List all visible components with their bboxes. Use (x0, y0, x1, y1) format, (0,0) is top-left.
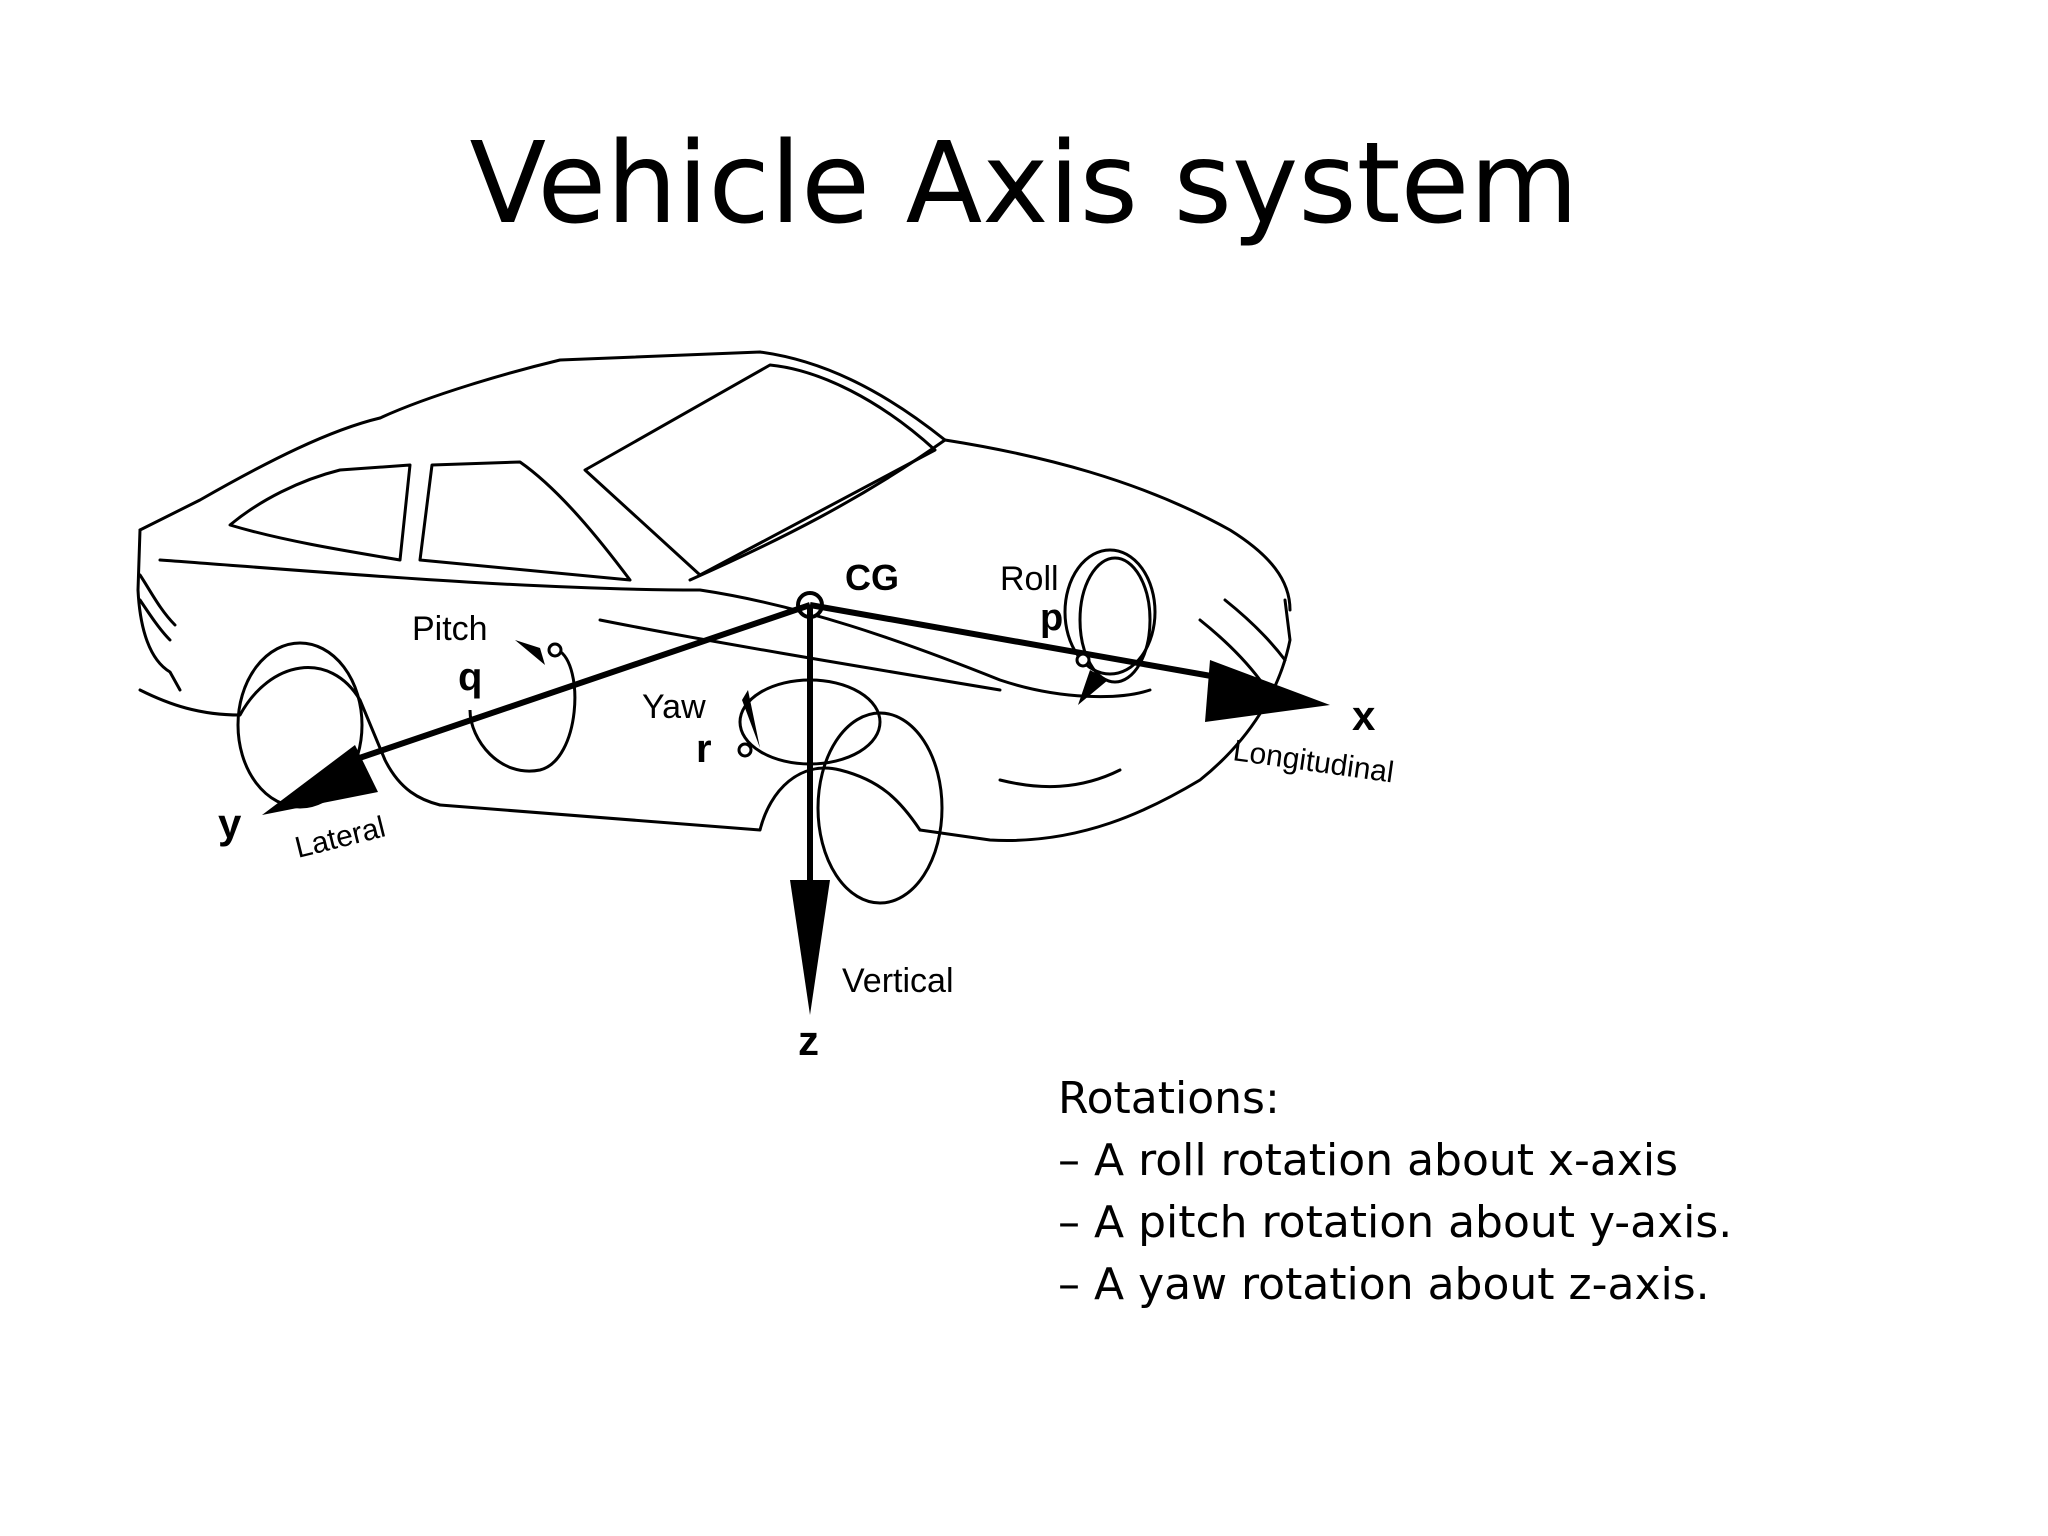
car-side-crease (598, 618, 1002, 692)
x-axis-name: Longitudinal (1231, 734, 1396, 789)
notes-item-roll: – A roll rotation about x-axis (1058, 1135, 1679, 1186)
car-sill (438, 766, 922, 832)
car-hood (943, 438, 1292, 612)
pitch-label: Pitch (412, 610, 488, 648)
yaw-symbol: r (696, 727, 712, 771)
notes-heading: Rotations: (1058, 1073, 1280, 1124)
front-wheel-right (1063, 548, 1157, 676)
car-outline (136, 350, 1292, 842)
car-windshield (583, 363, 937, 577)
y-axis-symbol: y (218, 800, 242, 847)
car-rear-pillar (138, 416, 382, 532)
z-axis-name: Vertical (842, 962, 954, 1000)
y-axis-arrowhead (262, 745, 378, 815)
car-front-lower (918, 598, 1292, 842)
car-front-window (418, 460, 632, 582)
x-axis-symbol: x (1352, 692, 1376, 739)
roll-symbol: p (1040, 597, 1063, 639)
y-axis-name: Lateral (292, 811, 389, 865)
car-front-bumper (998, 598, 1287, 789)
yaw-rotation-arrow (737, 678, 882, 766)
y-axis-line (329, 602, 811, 771)
pitch-rotation-arrow (468, 640, 577, 773)
car-rear-lower (138, 666, 442, 807)
notes-item-pitch: – A pitch rotation about y-axis. (1058, 1197, 1733, 1248)
cg-label: CG (845, 557, 899, 598)
car-beltline (158, 558, 1152, 699)
roll-rotation-arrow (1075, 556, 1152, 705)
car-rear (136, 528, 182, 692)
car-rear-window (228, 463, 412, 562)
x-axis-line (809, 602, 1246, 685)
yaw-label: Yaw (642, 688, 706, 726)
rotations-notes: Rotations: – A roll rotation about x-axi… (1058, 1068, 1732, 1316)
front-wheel-left (816, 711, 944, 905)
z-axis-arrowhead (790, 880, 830, 1015)
roll-label: Roll (1000, 560, 1059, 598)
car-roof (378, 350, 947, 442)
pitch-symbol: q (458, 655, 482, 699)
x-axis-arrowhead (1205, 660, 1330, 722)
car-rear-light (138, 573, 177, 642)
notes-item-yaw: – A yaw rotation about z-axis. (1058, 1259, 1710, 1310)
slide-title: Vehicle Axis system (469, 119, 1579, 249)
z-axis-symbol: z (798, 1017, 819, 1064)
